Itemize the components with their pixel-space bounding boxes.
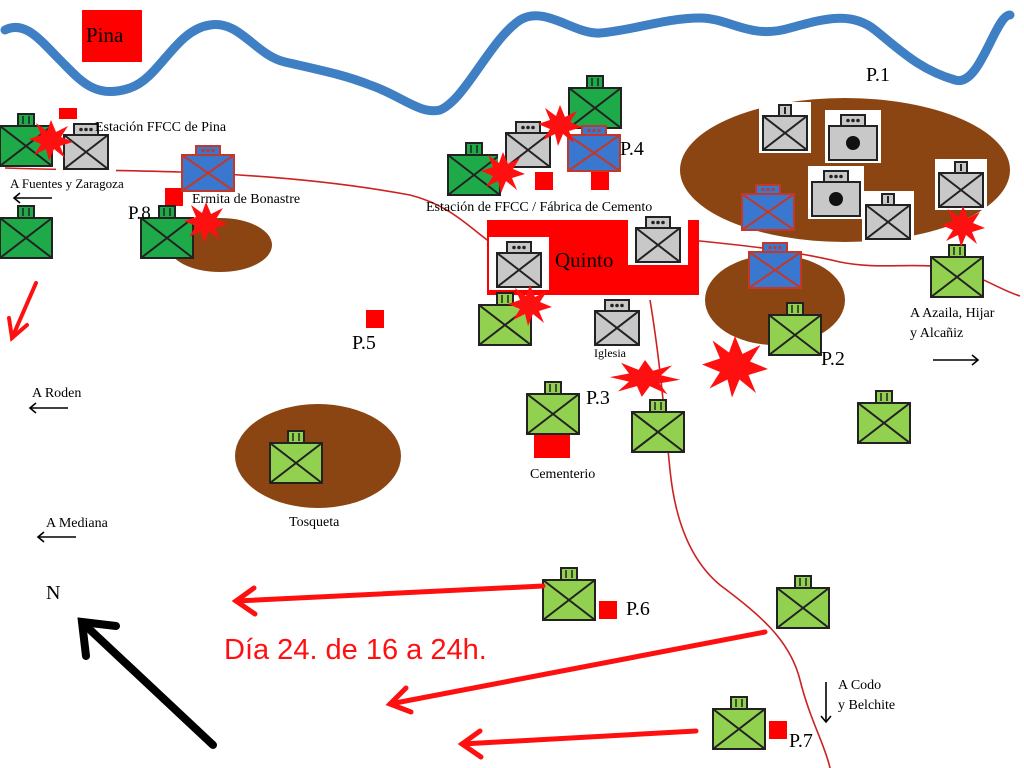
unit-republican [857, 390, 911, 444]
label-tosqueta: Tosqueta [289, 515, 340, 530]
river [0, 10, 1015, 116]
label-p2: P.2 [821, 348, 845, 370]
building-p7 [769, 721, 787, 739]
advance-arrow-icon [457, 728, 699, 760]
advance-arrow-icon [7, 281, 38, 342]
label-p7: P.7 [789, 730, 813, 752]
label-p1: P.1 [866, 64, 890, 86]
label-direction-fuentes: A Fuentes y Zaragoza [10, 176, 124, 191]
label-iglesia: Iglesia [594, 346, 627, 360]
advance-arrow-icon [231, 583, 546, 617]
building-p5 [366, 310, 384, 328]
unit-republican [930, 244, 984, 298]
unit-republican [568, 75, 622, 129]
building-ermita [165, 188, 183, 206]
unit-republican [526, 381, 580, 435]
town-pina [82, 10, 142, 62]
unit-republican [712, 696, 766, 750]
label-direction-azaila-2: y Alcañiz [910, 326, 963, 341]
label-p4: P.4 [620, 138, 644, 160]
label-direction-codo-1: A Codo [838, 678, 881, 693]
map-caption: Día 24. de 16 a 24h. [224, 634, 487, 666]
unit-nationalist [586, 294, 648, 349]
unit-artillery [824, 109, 882, 164]
label-estacion-cemento: Estación de FFCC / Fábrica de Cemento [426, 200, 652, 215]
label-pina: Pina [86, 23, 124, 47]
unit-blue [567, 125, 621, 172]
unit-republican [542, 567, 596, 621]
label-p3: P.3 [586, 387, 610, 409]
building-p6 [599, 601, 617, 619]
arrow-left-icon [36, 531, 76, 543]
label-p6: P.6 [626, 598, 650, 620]
label-estacion-pina: Estación FFCC de Pina [95, 120, 227, 135]
unit-nationalist [488, 236, 550, 291]
label-direction-mediana: A Mediana [46, 516, 109, 531]
label-north: N [46, 582, 60, 604]
unit-republican [631, 399, 685, 453]
label-ermita: Ermita de Bonastre [192, 192, 300, 207]
building-estacion-2 [591, 172, 609, 190]
label-p5: P.5 [352, 332, 376, 354]
explosion-icon [609, 360, 681, 397]
arrow-right-icon [933, 354, 980, 366]
arrow-left-icon [12, 192, 52, 204]
building-cementerio [534, 434, 570, 458]
unit-nationalist [934, 158, 988, 211]
unit-nationalist [627, 211, 689, 266]
label-quinto: Quinto [555, 248, 613, 272]
label-direction-azaila-1: A Azaila, Hijar [910, 306, 995, 321]
building-estacion-1 [535, 172, 553, 190]
unit-blue [181, 145, 235, 192]
unit-republican [0, 205, 53, 259]
arrow-left-icon [28, 402, 68, 414]
explosion-icon [702, 336, 768, 398]
advance-arrow-icon [385, 629, 768, 715]
arrow-down-icon [820, 682, 832, 724]
north-arrow-icon [77, 617, 217, 749]
label-cementerio: Cementerio [530, 467, 595, 482]
unit-republican [776, 575, 830, 629]
label-p8: P.8 [128, 203, 151, 224]
unit-nationalist [758, 101, 812, 154]
unit-blue [748, 242, 802, 289]
label-direction-roden: A Roden [32, 386, 81, 401]
unit-nationalist [861, 190, 915, 243]
unit-artillery [807, 165, 865, 220]
label-direction-codo-2: y Belchite [838, 698, 895, 713]
